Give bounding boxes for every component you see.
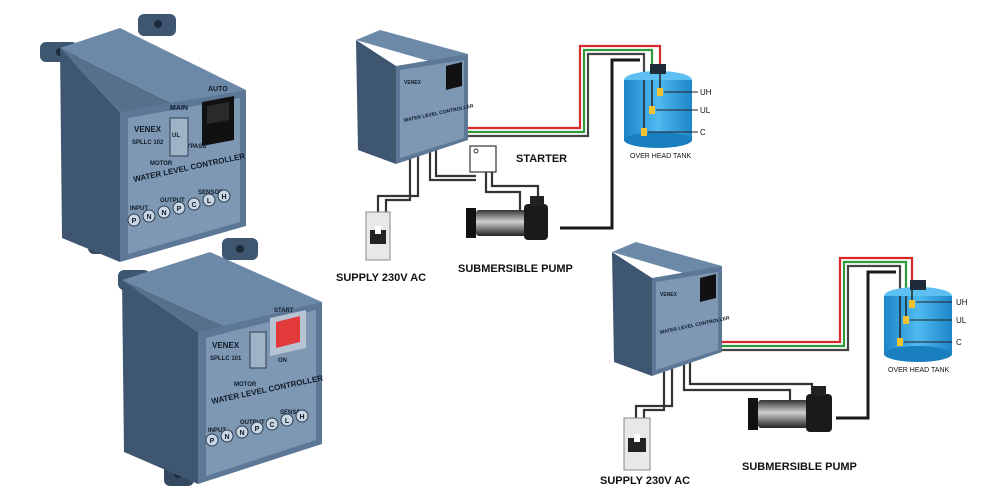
wire-supply-2 (376, 150, 420, 215)
terminal-2 (157, 205, 171, 219)
starter-label: STARTER (516, 153, 567, 165)
terminal-4 (187, 197, 201, 211)
terminal-label-2: N (161, 210, 166, 217)
wire-pump-b1 (682, 360, 792, 400)
terminal-label-3: P (177, 206, 182, 213)
wire-grey-bottom (714, 264, 902, 352)
terminal-5 (280, 413, 294, 427)
supply-label-bottom: SUPPLY 230V AC (600, 475, 690, 487)
tank-label-top: OVER HEAD TANK (630, 153, 692, 160)
label-main: MAIN (170, 105, 188, 112)
wire-starter-2 (434, 150, 476, 178)
tank-bottom (884, 296, 952, 354)
wire-supply-b2 (634, 360, 674, 420)
pump-top (476, 210, 526, 236)
tank-label-bottom: OVER HEAD TANK (888, 367, 950, 374)
wire-supply-1 (384, 150, 412, 215)
terminal-label-6: H (221, 194, 226, 201)
label-motor-start: MOTOR (234, 382, 257, 388)
terminal-label-1: N (146, 214, 151, 221)
pump-bottom (758, 400, 808, 428)
wire-red-bottom (710, 256, 914, 344)
ul-label-top: UL (700, 106, 711, 115)
wire-red-top (454, 44, 662, 130)
label-ul: UL (172, 133, 180, 139)
pump-label-top: SUBMERSIBLE PUMP (458, 263, 573, 275)
wire-starter-pump-2 (490, 172, 540, 200)
wire-starter-1 (428, 150, 476, 182)
terminal-1 (142, 209, 156, 223)
terminal-0 (127, 213, 141, 227)
terminal-label-5: L (285, 418, 290, 425)
terminal-5 (202, 193, 216, 207)
label-sensor-start: SENSOR (280, 410, 306, 416)
terminal-6 (295, 409, 309, 423)
label-output-auto: OUTPUT (160, 198, 185, 204)
c-label-bottom: C (956, 338, 962, 347)
model-auto: SPLLC 102 (132, 140, 164, 146)
terminal-label-2: N (239, 430, 244, 437)
label-output-start: OUTPUT (240, 420, 265, 426)
wire-supply-b1 (642, 360, 666, 420)
terminal-2 (235, 425, 249, 439)
ul-label-bottom: UL (956, 316, 967, 325)
label-input-start: INPUT (208, 428, 226, 434)
terminal-label-5: L (207, 198, 212, 205)
label-sensor-auto: SENSOR (198, 190, 224, 196)
controller-auto-product: AUTO MAIN BYPASS VENEX SPLLC 102 UL MOTO… (40, 14, 246, 262)
label-auto: AUTO (208, 86, 228, 93)
uh-label-top: UH (700, 88, 712, 97)
terminal-row-start: P N N P C L H (205, 409, 309, 447)
brand-start: VENEX (212, 341, 240, 350)
wire-pump-tank-top (560, 58, 640, 230)
label-input-auto: INPUT (130, 206, 148, 212)
terminal-4 (265, 417, 279, 431)
controller-start-product: ON START VENEX SPLLC 101 MOTOR WATER LEV… (118, 238, 324, 486)
wire-grey-top (458, 52, 646, 138)
wiring-diagram-top: VENEX WATER LEVEL CONTROLLER SUPPLY 230V… (336, 30, 712, 284)
label-start: START (274, 308, 294, 314)
wiring-diagram-bottom: VENEX WATER LEVEL CONTROLLER SUPPLY 230V… (600, 242, 968, 487)
supply-label-top: SUPPLY 230V AC (336, 272, 426, 284)
uh-label-bottom: UH (956, 298, 968, 307)
terminal-label-1: N (224, 434, 229, 441)
terminal-1 (220, 429, 234, 443)
terminal-label-4: C (269, 422, 274, 429)
wire-green-bottom (712, 260, 908, 348)
pump-label-bottom: SUBMERSIBLE PUMP (742, 461, 857, 473)
label-on: ON (278, 358, 287, 364)
terminal-label-3: P (255, 426, 260, 433)
wire-green-top (456, 48, 654, 134)
terminal-3 (172, 201, 186, 215)
terminal-label-0: P (210, 438, 215, 445)
terminal-label-4: C (191, 202, 196, 209)
terminal-row-auto: P N N P C L H (127, 189, 231, 227)
c-label-top: C (700, 128, 706, 137)
wire-pump-tank-bottom (836, 270, 896, 420)
wire-starter-pump-1 (484, 172, 522, 210)
model-start: SPLLC 101 (210, 356, 242, 362)
terminal-label-6: H (299, 414, 304, 421)
label-bypass: BYPASS (182, 144, 206, 150)
terminal-6 (217, 189, 231, 203)
brand-auto: VENEX (134, 125, 162, 134)
terminal-label-0: P (132, 218, 137, 225)
label-motor-auto: MOTOR (150, 161, 173, 167)
terminal-0 (205, 433, 219, 447)
terminal-3 (250, 421, 264, 435)
mini-brand-top: VENEX (404, 80, 422, 86)
mini-brand-bottom: VENEX (660, 292, 678, 298)
